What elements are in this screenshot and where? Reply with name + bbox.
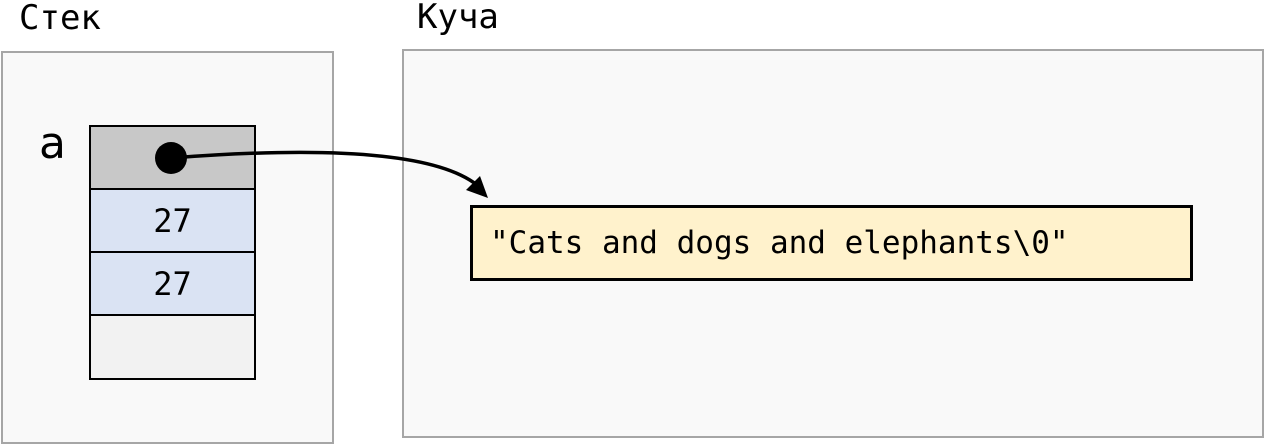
stack-title: Стек <box>19 0 101 38</box>
stack-cell-value: 27 <box>89 251 256 316</box>
stack-cell-pointer <box>89 125 256 190</box>
heap-string-box: "Cats and dogs and elephants\0" <box>470 205 1193 281</box>
stack-cell-value: 27 <box>89 188 256 253</box>
stack-cell-empty <box>89 314 256 380</box>
heap-title: Куча <box>417 0 499 37</box>
variable-label: a <box>39 118 66 169</box>
